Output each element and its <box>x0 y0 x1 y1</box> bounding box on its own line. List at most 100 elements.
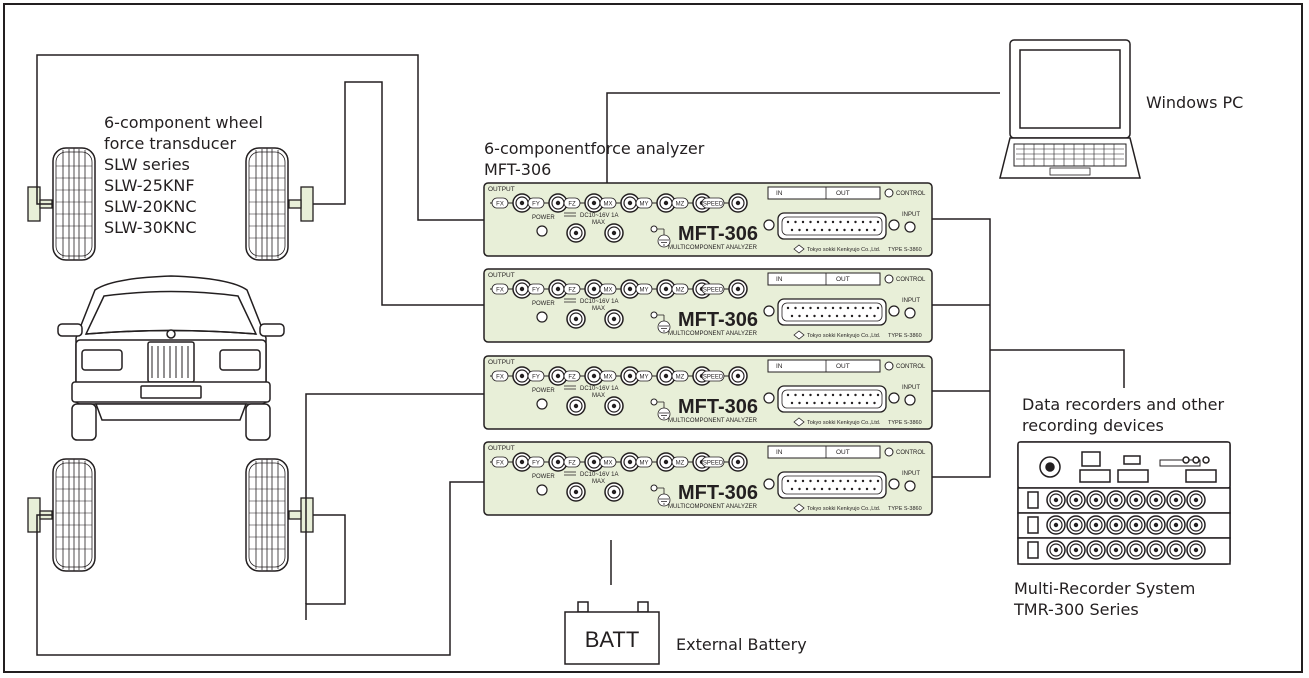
ground-icon <box>657 320 671 334</box>
output-label: OUTPUT <box>488 445 515 452</box>
db25-connector[interactable] <box>777 471 887 499</box>
output-label: OUTPUT <box>488 359 515 366</box>
tmr-bnc-icon <box>1166 515 1186 535</box>
connector-label: MX <box>604 202 613 208</box>
ground-icon <box>657 407 671 421</box>
tmr-bnc-icon <box>1046 540 1066 560</box>
connector-tag <box>599 197 617 209</box>
subtitle-text: MULTICOMPONENT ANALYZER <box>668 504 758 510</box>
connector-tag <box>671 370 689 382</box>
dc-connector-icon[interactable] <box>604 223 624 243</box>
transducer-line: SLW-25KNF <box>104 176 195 195</box>
recorder-cables <box>932 218 1125 478</box>
tmr-bnc-icon <box>1166 490 1186 510</box>
input-indicator <box>904 307 916 319</box>
tmr-bnc-icon <box>1066 490 1086 510</box>
tmr-bnc-icon <box>1066 515 1086 535</box>
input-indicator <box>904 480 916 492</box>
connector-tag <box>527 370 545 382</box>
model-text: MFT-306 <box>678 223 758 245</box>
output-label: OUTPUT <box>488 186 515 193</box>
tmr-bnc-icon <box>1126 515 1146 535</box>
connector-label: MZ <box>676 288 685 294</box>
tmr-bnc-icon <box>1046 490 1066 510</box>
connector-label: MZ <box>676 202 685 208</box>
connector-tag <box>701 197 725 209</box>
tmr-label: Multi-Recorder System TMR-300 Series <box>1014 578 1195 620</box>
control-label: CONTROL <box>896 450 926 456</box>
connector-label: FY <box>532 461 540 467</box>
diagram-frame <box>3 3 1303 673</box>
connector-tag <box>599 370 617 382</box>
model-text: MFT-306 <box>678 482 758 504</box>
ground-icon <box>657 234 671 248</box>
tmr-bnc-icon <box>1146 515 1166 535</box>
maker-text: Tokyo sokki Kenkyujo Co.,Ltd. <box>807 333 881 339</box>
connector-label: FZ <box>568 288 576 294</box>
ground-icon <box>657 493 671 507</box>
transducer-line: 6-component wheel <box>104 113 263 132</box>
maker-logo-icon <box>793 417 805 427</box>
bnc-connector-icon[interactable] <box>728 193 748 213</box>
connector-tag <box>701 370 725 382</box>
connector-tag <box>635 370 653 382</box>
in-label: IN <box>776 449 783 456</box>
tmr-bnc-icon <box>1186 540 1206 560</box>
max-label: MAX <box>592 306 605 312</box>
dc-connector-icon[interactable] <box>566 396 586 416</box>
in-label: IN <box>776 363 783 370</box>
pc-label-text: Windows PC <box>1146 93 1244 112</box>
connector-label: MX <box>604 288 613 294</box>
power-label: POWER <box>532 301 555 307</box>
dc-label: DC10~16V 1A <box>580 472 619 478</box>
connector-label: FX <box>496 375 504 381</box>
model-text: MFT-306 <box>678 396 758 418</box>
output-label: OUTPUT <box>488 272 515 279</box>
maker-text: Tokyo sokki Kenkyujo Co.,Ltd. <box>807 420 881 426</box>
db25-connector[interactable] <box>777 298 887 326</box>
battery-label-text: External Battery <box>676 635 807 654</box>
connector-tag <box>671 283 689 295</box>
db25-connector[interactable] <box>777 385 887 413</box>
db25-connector[interactable] <box>777 212 887 240</box>
bnc-connector-icon[interactable] <box>728 452 748 472</box>
tmr-bnc-icon <box>1186 515 1206 535</box>
subtitle-text: MULTICOMPONENT ANALYZER <box>668 245 758 251</box>
model-text: MFT-306 <box>678 309 758 331</box>
bnc-connector-icon[interactable] <box>728 366 748 386</box>
transducer-line: force transducer <box>104 134 237 153</box>
input-indicator <box>904 221 916 233</box>
bnc-connector-icon[interactable] <box>728 279 748 299</box>
dc-connector-icon[interactable] <box>604 396 624 416</box>
input-indicator <box>904 394 916 406</box>
connector-label: FY <box>532 202 540 208</box>
power-indicator <box>536 225 548 237</box>
connector-tag <box>635 456 653 468</box>
connector-label: MY <box>640 461 649 467</box>
tmr-line: TMR-300 Series <box>1014 600 1139 619</box>
power-indicator <box>536 311 548 323</box>
subtitle-text: MULTICOMPONENT ANALYZER <box>668 418 758 424</box>
dc-connector-icon[interactable] <box>566 223 586 243</box>
dc-connector-icon[interactable] <box>566 482 586 502</box>
power-label: POWER <box>532 474 555 480</box>
dc-connector-icon[interactable] <box>566 309 586 329</box>
tmr-line: Multi-Recorder System <box>1014 579 1196 598</box>
wheel-rear-right <box>245 458 314 572</box>
connector-tag <box>491 283 509 295</box>
analyzer-label: 6-componentforce analyzer MFT-306 <box>484 138 704 180</box>
power-indicator <box>536 398 548 410</box>
control-label: CONTROL <box>896 277 926 283</box>
connector-tag <box>527 197 545 209</box>
connector-label: FX <box>496 288 504 294</box>
dc-connector-icon[interactable] <box>604 309 624 329</box>
analyzer-title-line: 6-componentforce analyzer <box>484 139 705 158</box>
dc-connector-icon[interactable] <box>604 482 624 502</box>
connector-label: MX <box>604 461 613 467</box>
input-label: INPUT <box>902 212 920 218</box>
connector-tag <box>635 283 653 295</box>
recorders-line: recording devices <box>1022 416 1164 435</box>
